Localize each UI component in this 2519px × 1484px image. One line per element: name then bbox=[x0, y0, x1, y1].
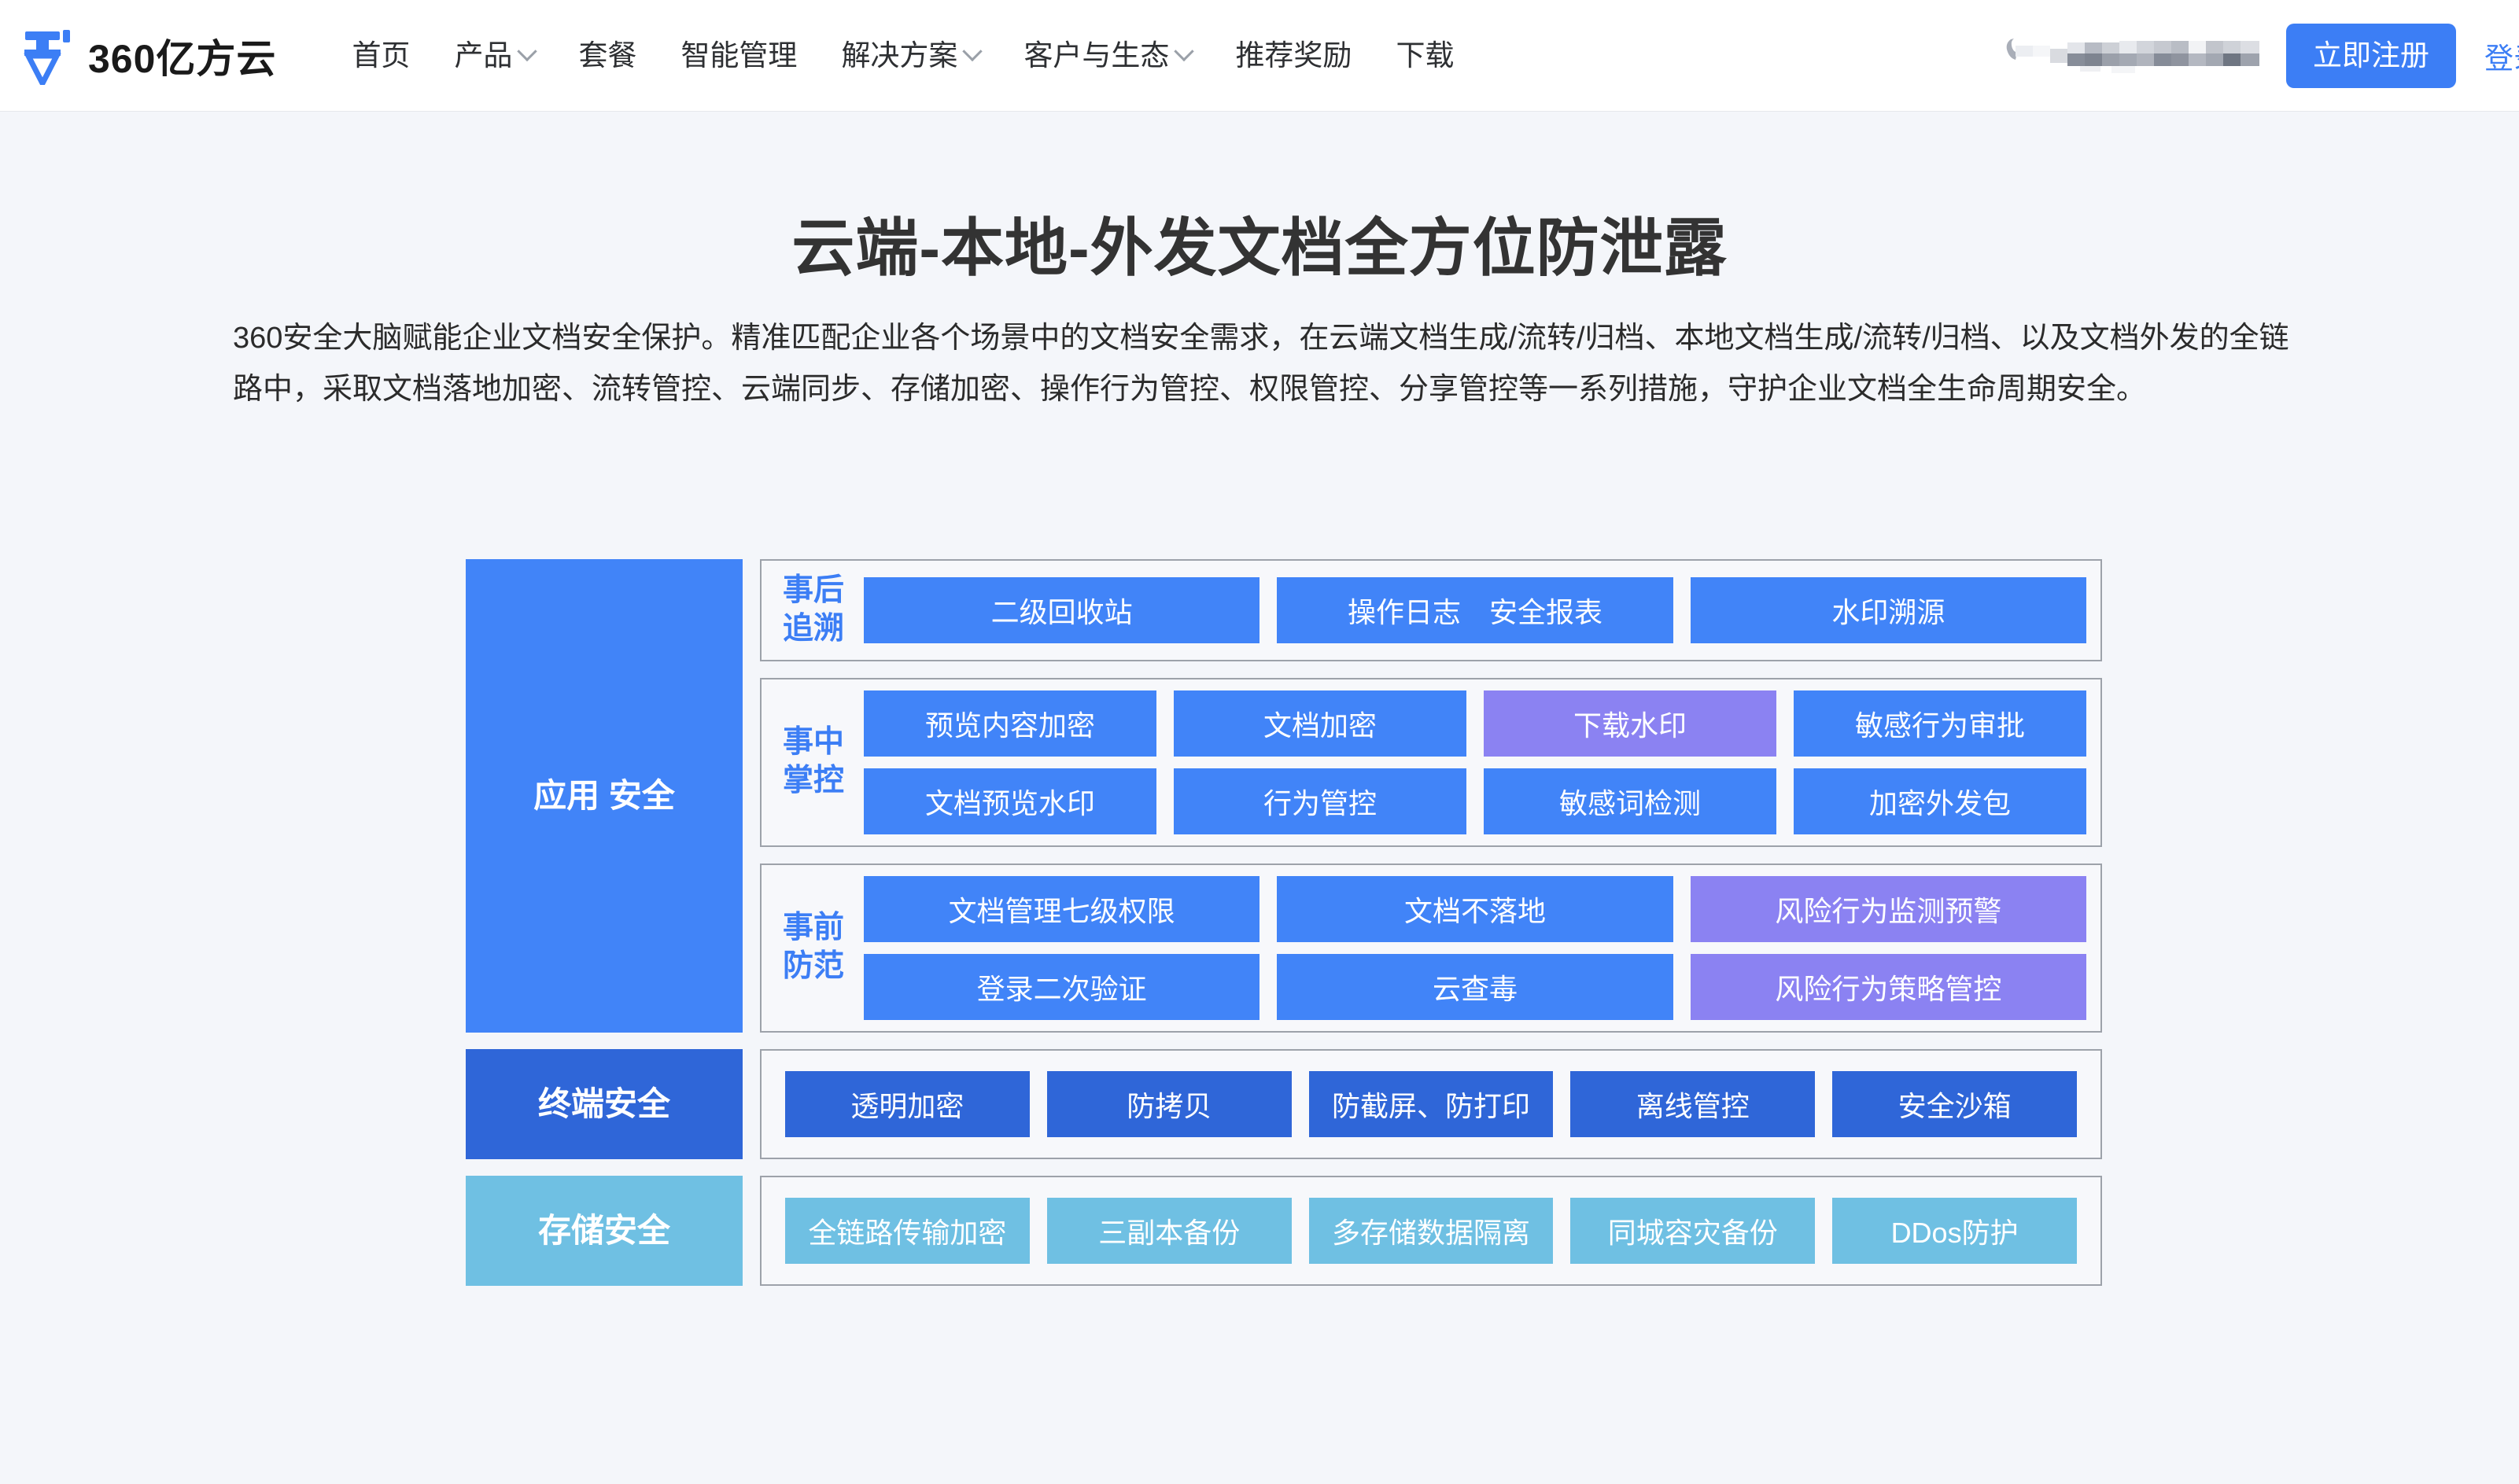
nav-item-label: 产品 bbox=[454, 39, 513, 72]
terminal-security-groups: 透明加密 防拷贝 防截屏、防打印 离线管控 安全沙箱 bbox=[760, 1048, 2102, 1159]
tile-row: 文档管理七级权限 文档不落地 风险行为监测预警 bbox=[864, 875, 2086, 942]
group-post-incident-tracing: 事后 追溯 二级回收站 操作日志 安全报表 水印溯源 bbox=[760, 559, 2102, 661]
yifangyun-logo-icon bbox=[22, 27, 74, 85]
group-storage-security: 全链路传输加密 三副本备份 多存储数据隔离 同城容灾备份 DDos防护 bbox=[760, 1175, 2102, 1286]
nav-item-solutions[interactable]: 解决方案 bbox=[841, 39, 983, 72]
group-terminal-security: 透明加密 防拷贝 防截屏、防打印 离线管控 安全沙箱 bbox=[760, 1048, 2102, 1159]
nav-item-label: 首页 bbox=[352, 39, 411, 72]
brand-logo[interactable]: 360亿方云 bbox=[22, 27, 276, 85]
main-menu: 首页 产品 套餐 智能管理 解决方案 客户与生态 推荐奖励 下载 bbox=[352, 41, 1454, 70]
nav-item-label: 解决方案 bbox=[841, 39, 958, 72]
nav-item-download[interactable]: 下载 bbox=[1396, 41, 1454, 70]
tile-download-watermark[interactable]: 下载水印 bbox=[1484, 690, 1776, 757]
nav-item-label: 客户与生态 bbox=[1023, 39, 1170, 72]
tile-row: 二级回收站 操作日志 安全报表 水印溯源 bbox=[864, 576, 2086, 643]
group-in-incident-control: 事中 掌控 预览内容加密 文档加密 下载水印 敏感行为审批 文档预览水印 行为管… bbox=[760, 677, 2102, 847]
category-label-terminal-security: 终端安全 bbox=[466, 1048, 743, 1159]
storage-security-groups: 全链路传输加密 三副本备份 多存储数据隔离 同城容灾备份 DDos防护 bbox=[760, 1175, 2102, 1286]
tile-offline-control[interactable]: 离线管控 bbox=[1570, 1070, 1816, 1137]
diagram-row-storage-security: 存储安全 全链路传输加密 三副本备份 多存储数据隔离 同城容灾备份 DDos防护 bbox=[466, 1175, 2102, 1286]
chevron-down-icon bbox=[962, 41, 983, 61]
tile-same-city-disaster-backup[interactable]: 同城容灾备份 bbox=[1570, 1197, 1816, 1264]
tile-risk-behavior-monitor-alert[interactable]: 风险行为监测预警 bbox=[1690, 875, 2086, 942]
tile-row: 文档预览水印 行为管控 敏感词检测 加密外发包 bbox=[864, 768, 2086, 834]
tile-triple-replica-backup[interactable]: 三副本备份 bbox=[1046, 1197, 1292, 1264]
diagram-row-terminal-security: 终端安全 透明加密 防拷贝 防截屏、防打印 离线管控 安全沙箱 bbox=[466, 1048, 2102, 1159]
tile-sensitive-word-detection[interactable]: 敏感词检测 bbox=[1484, 768, 1776, 834]
chevron-down-icon bbox=[1174, 41, 1195, 61]
tile-anti-screenshot-print[interactable]: 防截屏、防打印 bbox=[1308, 1070, 1554, 1137]
header-actions: 立即注册 登录 bbox=[2001, 0, 2519, 112]
tile-ddos-protection[interactable]: DDos防护 bbox=[1832, 1197, 2077, 1264]
nav-item-referral-rewards[interactable]: 推荐奖励 bbox=[1235, 41, 1352, 70]
nav-item-home[interactable]: 首页 bbox=[352, 41, 410, 70]
group-tiles: 文档管理七级权限 文档不落地 风险行为监测预警 登录二次验证 云查毒 风险行为策… bbox=[864, 875, 2086, 1020]
tile-document-preview-watermark[interactable]: 文档预览水印 bbox=[864, 768, 1156, 834]
group-label: 事前 防范 bbox=[782, 911, 844, 983]
page-content: 云端-本地-外发文档全方位防泄露 360安全大脑赋能企业文档安全保护。精准匹配企… bbox=[0, 112, 2519, 1484]
group-tiles: 预览内容加密 文档加密 下载水印 敏感行为审批 文档预览水印 行为管控 敏感词检… bbox=[864, 690, 2086, 834]
category-label-application-security: 应用 安全 bbox=[466, 559, 743, 1033]
tile-row: 全链路传输加密 三副本备份 多存储数据隔离 同城容灾备份 DDos防护 bbox=[785, 1197, 2077, 1264]
nav-item-label: 智能管理 bbox=[680, 39, 798, 72]
tile-transparent-encryption[interactable]: 透明加密 bbox=[785, 1070, 1030, 1137]
nav-item-packages[interactable]: 套餐 bbox=[578, 41, 636, 70]
tile-multi-storage-data-isolation[interactable]: 多存储数据隔离 bbox=[1308, 1197, 1554, 1264]
nav-item-customers-ecosystem[interactable]: 客户与生态 bbox=[1023, 39, 1195, 72]
tile-encrypted-outbound-package[interactable]: 加密外发包 bbox=[1794, 768, 2086, 834]
tile-cloud-antivirus[interactable]: 云查毒 bbox=[1277, 953, 1673, 1020]
tile-row: 透明加密 防拷贝 防截屏、防打印 离线管控 安全沙箱 bbox=[785, 1070, 2077, 1137]
group-tiles: 二级回收站 操作日志 安全报表 水印溯源 bbox=[864, 576, 2086, 643]
nav-item-label: 下载 bbox=[1396, 39, 1455, 72]
page-description: 360安全大脑赋能企业文档安全保护。精准匹配企业各个场景中的文档安全需求，在云端… bbox=[233, 322, 2289, 407]
nav-item-label: 套餐 bbox=[578, 39, 637, 72]
login-link[interactable]: 登录 bbox=[2484, 42, 2519, 75]
brand-name: 360亿方云 bbox=[88, 36, 277, 81]
tile-no-local-storage[interactable]: 文档不落地 bbox=[1277, 875, 1673, 942]
group-tiles: 透明加密 防拷贝 防截屏、防打印 离线管控 安全沙箱 bbox=[785, 1070, 2077, 1137]
chevron-down-icon bbox=[517, 41, 538, 61]
tile-watermark-tracing[interactable]: 水印溯源 bbox=[1690, 576, 2086, 643]
tile-operation-log-security-report[interactable]: 操作日志 安全报表 bbox=[1277, 576, 1673, 643]
tile-secondary-recycle-bin[interactable]: 二级回收站 bbox=[864, 576, 1260, 643]
top-navigation-bar: 360亿方云 首页 产品 套餐 智能管理 解决方案 客户与生态 推荐奖励 下载 bbox=[0, 0, 2519, 112]
register-button[interactable]: 立即注册 bbox=[2286, 24, 2456, 88]
tile-risk-behavior-policy-control[interactable]: 风险行为策略管控 bbox=[1690, 953, 2086, 1020]
tile-preview-content-encryption[interactable]: 预览内容加密 bbox=[864, 690, 1156, 757]
tile-seven-level-permissions[interactable]: 文档管理七级权限 bbox=[864, 875, 1260, 942]
tile-full-link-transmission-encryption[interactable]: 全链路传输加密 bbox=[785, 1197, 1030, 1264]
tile-security-sandbox[interactable]: 安全沙箱 bbox=[1832, 1070, 2077, 1137]
tile-behavior-control[interactable]: 行为管控 bbox=[1174, 768, 1466, 834]
application-security-groups: 事后 追溯 二级回收站 操作日志 安全报表 水印溯源 事中 掌控 预 bbox=[760, 559, 2102, 1033]
group-label: 事中 掌控 bbox=[782, 725, 844, 797]
group-tiles: 全链路传输加密 三副本备份 多存储数据隔离 同城容灾备份 DDos防护 bbox=[785, 1197, 2077, 1264]
masked-contact-info bbox=[2001, 31, 2261, 80]
tile-row: 登录二次验证 云查毒 风险行为策略管控 bbox=[864, 953, 2086, 1020]
tile-row: 预览内容加密 文档加密 下载水印 敏感行为审批 bbox=[864, 690, 2086, 757]
page-title: 云端-本地-外发文档全方位防泄露 bbox=[791, 213, 1728, 283]
group-label: 事后 追溯 bbox=[782, 573, 844, 646]
diagram-row-application-security: 应用 安全 事后 追溯 二级回收站 操作日志 安全报表 水印溯源 事中 bbox=[466, 559, 2102, 1033]
category-label-storage-security: 存储安全 bbox=[466, 1175, 743, 1286]
tile-sensitive-behavior-approval[interactable]: 敏感行为审批 bbox=[1794, 690, 2086, 757]
tile-login-two-factor[interactable]: 登录二次验证 bbox=[864, 953, 1260, 1020]
tile-document-encryption[interactable]: 文档加密 bbox=[1174, 690, 1466, 757]
security-architecture-diagram: 应用 安全 事后 追溯 二级回收站 操作日志 安全报表 水印溯源 事中 bbox=[466, 559, 2102, 1286]
tile-anti-copy[interactable]: 防拷贝 bbox=[1046, 1070, 1292, 1137]
nav-item-products[interactable]: 产品 bbox=[454, 39, 538, 72]
group-pre-incident-prevention: 事前 防范 文档管理七级权限 文档不落地 风险行为监测预警 登录二次验证 云查毒… bbox=[760, 863, 2102, 1033]
nav-item-smart-management[interactable]: 智能管理 bbox=[680, 41, 797, 70]
nav-item-label: 推荐奖励 bbox=[1235, 39, 1352, 72]
